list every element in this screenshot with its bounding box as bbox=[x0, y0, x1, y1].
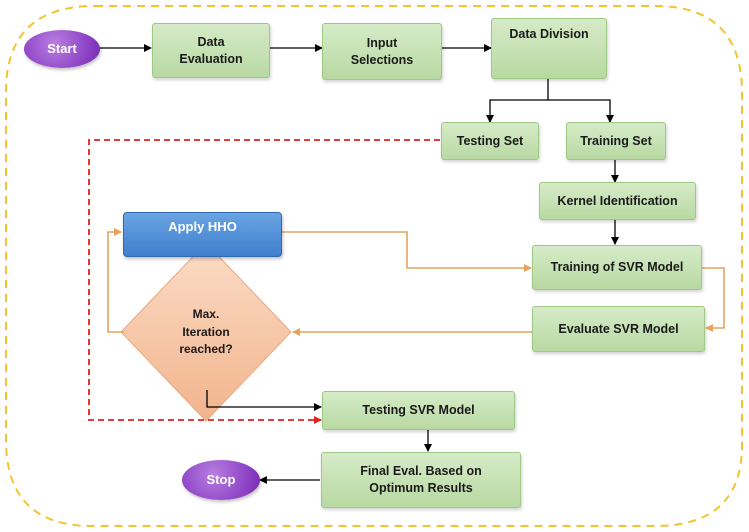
input-selections-box: Input Selections bbox=[322, 23, 442, 80]
start-terminal: Start bbox=[24, 30, 100, 68]
max-iteration-decision bbox=[120, 242, 292, 422]
data-division-box: Data Division bbox=[491, 18, 607, 79]
testing-svr-box: Testing SVR Model bbox=[322, 391, 515, 430]
input-selections-label: Input Selections bbox=[350, 35, 414, 67]
apply-hho-label: Apply HHO bbox=[168, 218, 237, 234]
boundary-outline bbox=[5, 5, 743, 527]
kernel-identification-box: Kernel Identification bbox=[539, 182, 696, 220]
kernel-identification-label: Kernel Identification bbox=[557, 193, 678, 208]
training-set-label: Training Set bbox=[580, 133, 652, 148]
arrow-testing-set-to-testing-svr bbox=[88, 139, 440, 424]
testing-set-label: Testing Set bbox=[456, 133, 524, 148]
final-eval-box: Final Eval. Based on Optimum Results bbox=[321, 452, 521, 508]
arrow-division-split bbox=[486, 79, 549, 123]
evaluate-svr-box: Evaluate SVR Model bbox=[532, 306, 705, 352]
arrow-training-to-evaluate bbox=[702, 267, 725, 332]
arrow-division-to-training bbox=[548, 99, 614, 123]
stop-label: Stop bbox=[206, 472, 236, 488]
evaluate-svr-label: Evaluate SVR Model bbox=[558, 321, 679, 336]
stop-terminal: Stop bbox=[182, 460, 260, 500]
start-label: Start bbox=[47, 41, 77, 57]
testing-set-box: Testing Set bbox=[441, 122, 539, 160]
final-eval-label: Final Eval. Based on Optimum Results bbox=[360, 464, 482, 495]
apply-hho-box: Apply HHO bbox=[123, 212, 282, 257]
max-iteration-label: Max. Iteration reached? bbox=[179, 307, 233, 357]
training-set-box: Training Set bbox=[566, 122, 666, 160]
training-svr-box: Training of SVR Model bbox=[532, 245, 702, 290]
arrow-hho-to-training-svr bbox=[282, 231, 532, 272]
arrow-decision-to-testing-svr bbox=[206, 390, 322, 411]
arrow-decision-to-hho bbox=[107, 228, 124, 333]
testing-svr-label: Testing SVR Model bbox=[362, 403, 475, 418]
data-evaluation-label: Data Evaluation bbox=[179, 34, 243, 66]
data-evaluation-box: Data Evaluation bbox=[152, 23, 270, 78]
data-division-label: Data Division bbox=[509, 27, 589, 42]
training-svr-label: Training of SVR Model bbox=[550, 260, 684, 275]
